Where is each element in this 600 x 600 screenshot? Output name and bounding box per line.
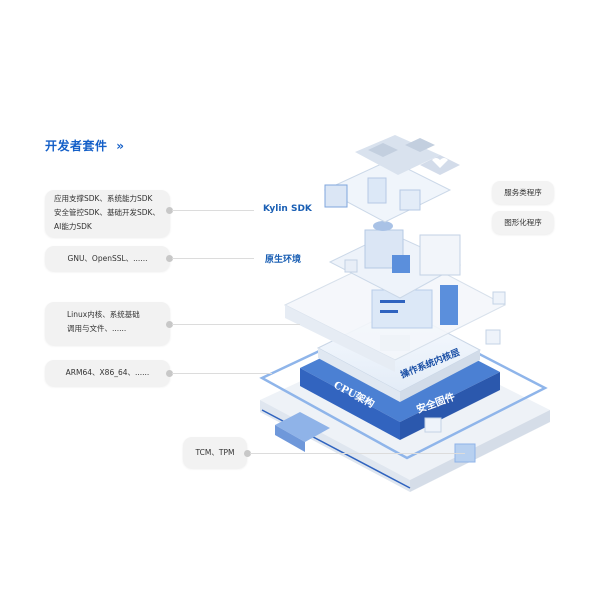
connector-line [172, 258, 254, 259]
connector-line [250, 453, 465, 454]
box-line: TCM、TPM [195, 448, 235, 457]
developer-kit-title[interactable]: 开发者套件 » [45, 137, 124, 154]
kylin-sdk-label: Kylin SDK [263, 204, 312, 214]
box-line: GNU、OpenSSL、...... [67, 254, 148, 263]
connector-line [172, 373, 272, 374]
connector-dot [166, 255, 173, 262]
connector-dot [244, 450, 251, 457]
sdk-description-box: 应用支撑SDK、系统能力SDK 安全管控SDK、基础开发SDK、 AI能力SDK [45, 190, 170, 237]
double-chevron-right-icon: » [116, 139, 125, 153]
sdk-layer [323, 159, 452, 223]
top-icon-tiles [355, 135, 460, 175]
box-line: Linux内核、系统基础 [67, 310, 140, 319]
cpu-description-box: ARM64、X86_64、...... [45, 360, 170, 386]
box-line: 安全管控SDK、基础开发SDK、 [54, 208, 160, 217]
box-line: 调用与文件、...... [67, 324, 127, 333]
box-line: 应用支撑SDK、系统能力SDK [54, 194, 153, 203]
connector-line [172, 324, 300, 325]
developer-kit-title-text: 开发者套件 [45, 139, 108, 153]
box-line: AI能力SDK [54, 222, 92, 231]
kernel-description-box: Linux内核、系统基础 调用与文件、...... [45, 302, 170, 345]
native-env-description-box: GNU、OpenSSL、...... [45, 246, 170, 271]
graphical-programs-box: 图形化程序 [492, 211, 554, 234]
service-programs-box: 服务类程序 [492, 181, 554, 204]
connector-dot [166, 370, 173, 377]
firmware-description-box: TCM、TPM [183, 437, 247, 468]
connector-line [172, 210, 254, 211]
native-env-layer [328, 221, 462, 299]
connector-dot [166, 321, 173, 328]
native-env-label: 原生环境 [265, 255, 302, 265]
box-line: ARM64、X86_64、...... [65, 368, 150, 377]
connector-dot [166, 207, 173, 214]
tcm-chip [275, 412, 476, 463]
